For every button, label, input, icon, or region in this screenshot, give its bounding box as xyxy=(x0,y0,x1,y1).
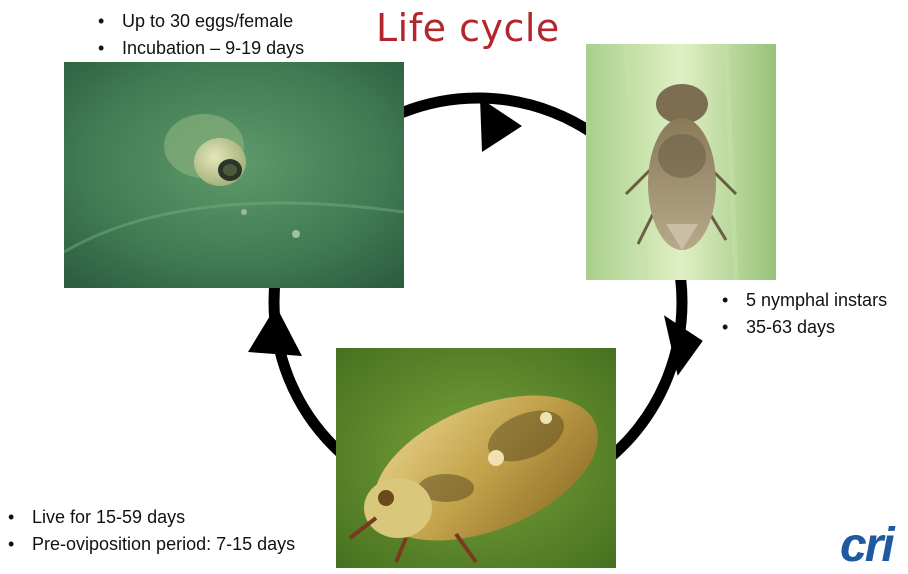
slide-title: Life cycle xyxy=(376,6,560,50)
adult-notes: Live for 15-59 days Pre-oviposition peri… xyxy=(6,504,295,558)
nymph-note: 5 nymphal instars xyxy=(720,287,887,314)
egg-note: Incubation – 9-19 days xyxy=(96,35,304,62)
nymph-notes: 5 nymphal instars 35-63 days xyxy=(720,287,887,341)
egg-notes: Up to 30 eggs/female Incubation – 9-19 d… xyxy=(96,8,304,62)
nymph-note: 35-63 days xyxy=(720,314,887,341)
egg-photo xyxy=(64,62,404,288)
organization-logo: cri xyxy=(840,518,908,574)
nymph-photo xyxy=(586,44,776,280)
adult-note: Pre-oviposition period: 7-15 days xyxy=(6,531,295,558)
egg-note: Up to 30 eggs/female xyxy=(96,8,304,35)
cycle-arrow-left xyxy=(248,306,302,356)
adult-note: Live for 15-59 days xyxy=(6,504,295,531)
adult-photo xyxy=(336,348,616,568)
